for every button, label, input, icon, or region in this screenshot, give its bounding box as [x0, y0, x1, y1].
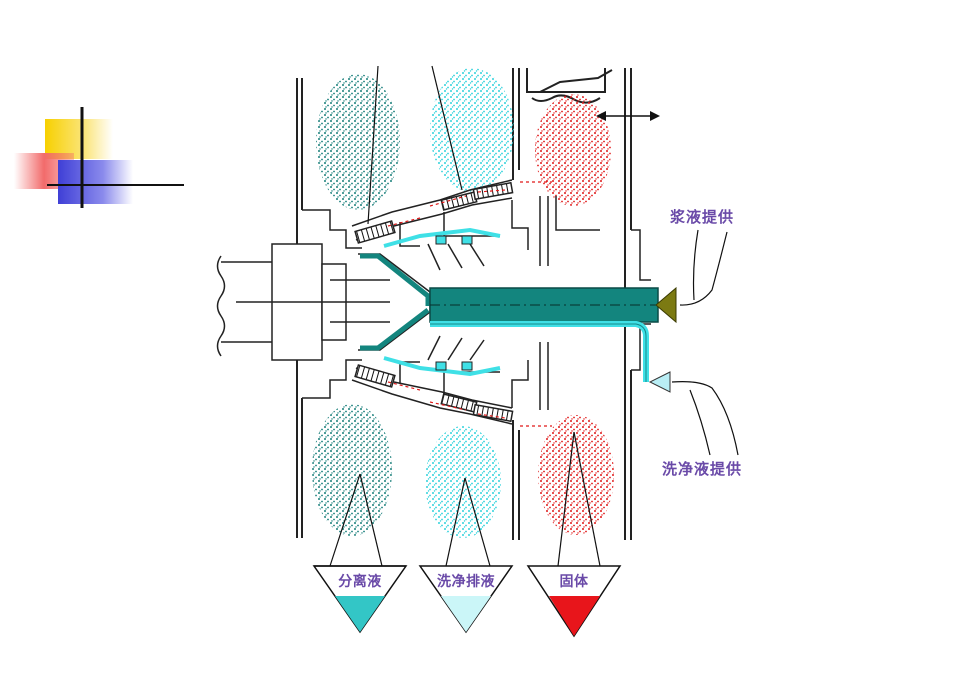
- funnel-solid: [526, 565, 622, 638]
- solid-label: 固体: [559, 574, 589, 590]
- feed-shaft: [429, 287, 659, 382]
- wash-discharge-cloud-bottom: [425, 426, 501, 538]
- wash-discharge-cloud-top: [430, 68, 514, 192]
- funnel-wash-discharge: [418, 565, 514, 634]
- funnel-separated-liquid: [312, 565, 408, 634]
- separated-liquid-cloud-top: [316, 74, 400, 210]
- rotor-lower: [302, 323, 651, 425]
- wash-discharge-label: 洗净排液: [437, 574, 495, 590]
- separated-liquid-label: 分离液: [338, 574, 382, 590]
- slurry-inlet-arrow: [655, 286, 677, 324]
- slurry-supply-label: 浆液提供: [670, 208, 735, 226]
- reciprocating-arrow: [596, 111, 660, 121]
- wash-inlet-arrow: [648, 371, 671, 393]
- wash-supply-label: 洗净液提供: [662, 460, 743, 478]
- solid-cloud-top: [535, 94, 611, 206]
- particle-clouds: [312, 68, 614, 538]
- slide-decoration-logo: [14, 107, 184, 208]
- solid-layer-lower: [387, 381, 552, 427]
- drive-coupling: [216, 243, 390, 361]
- solid-cloud-bottom: [538, 415, 614, 535]
- solid-layer-upper: [387, 181, 552, 227]
- separated-liquid-cloud-bottom: [312, 404, 392, 536]
- leader-lines: [329, 65, 739, 567]
